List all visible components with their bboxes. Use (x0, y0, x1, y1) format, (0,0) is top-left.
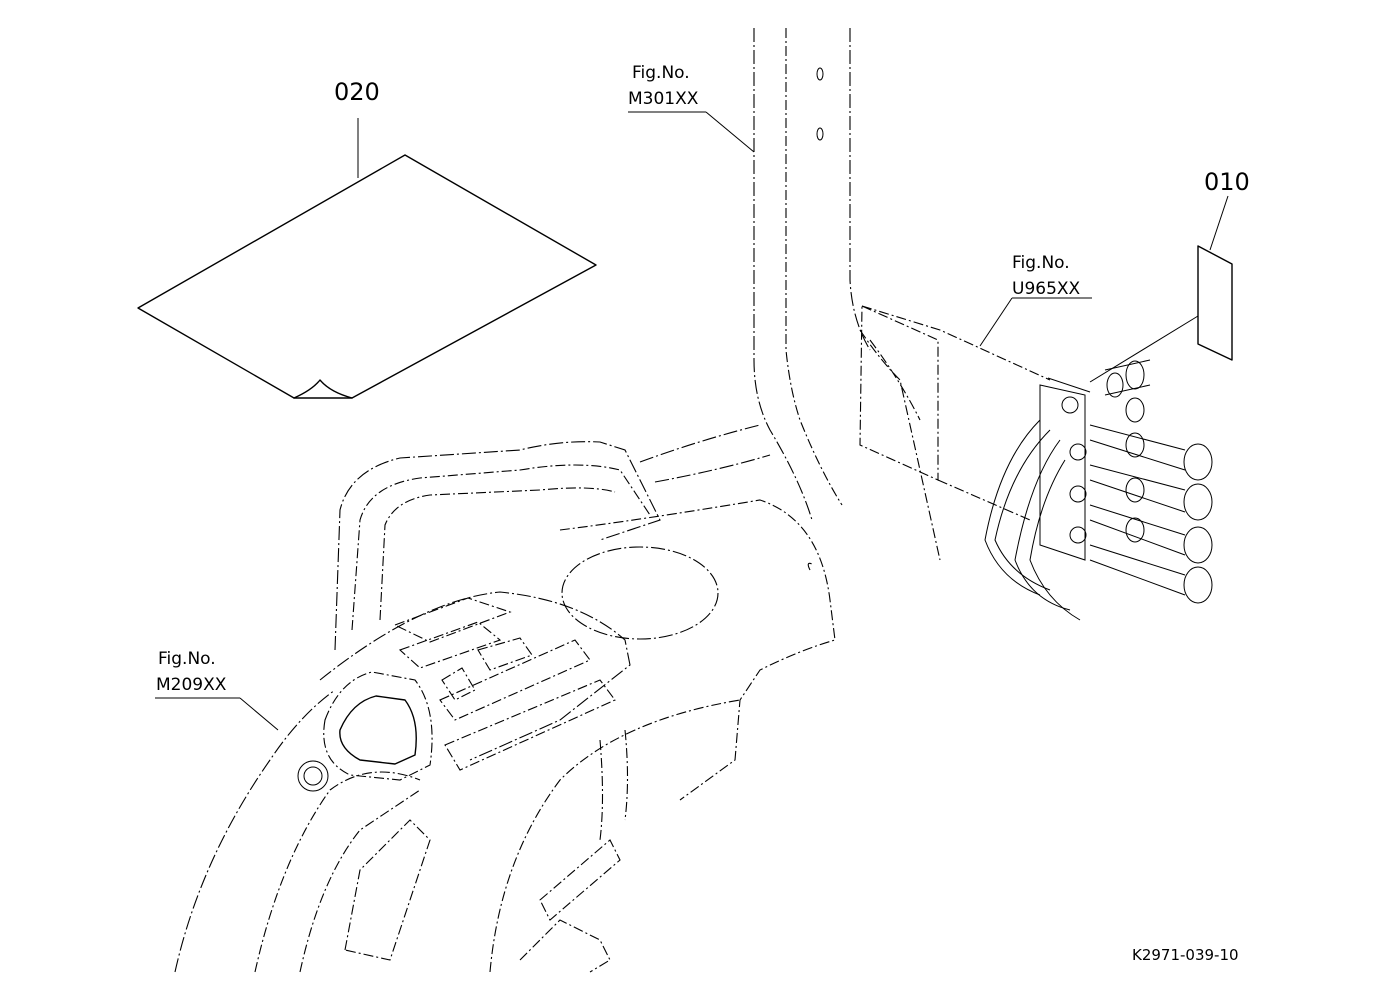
svg-text:Fig.No.: Fig.No. (632, 63, 690, 83)
svg-text:U965XX: U965XX (1012, 279, 1081, 299)
figure-ref-m301[interactable]: Fig.No. M301XX (628, 63, 755, 153)
part-020-sheet[interactable]: 020 (137, 78, 597, 399)
callout-010: 010 (1204, 168, 1250, 196)
figure-ref-u965[interactable]: Fig.No. U965XX (979, 253, 1092, 347)
svg-text:Fig.No.: Fig.No. (158, 649, 216, 669)
svg-text:Fig.No.: Fig.No. (1012, 253, 1070, 273)
svg-text:M301XX: M301XX (628, 89, 699, 109)
fender-console-m209-phantom (174, 424, 836, 973)
drawing-number: K2971-039-10 (1132, 946, 1239, 964)
part-010-decal[interactable]: 010 (1089, 168, 1250, 383)
hydraulic-couplers (984, 359, 1213, 621)
figure-ref-m209[interactable]: Fig.No. M209XX (155, 649, 279, 731)
callout-020: 020 (334, 78, 380, 106)
svg-text:M209XX: M209XX (156, 675, 227, 695)
bracket-u965-phantom (859, 305, 1051, 561)
pillar-m301-phantom (753, 28, 871, 521)
